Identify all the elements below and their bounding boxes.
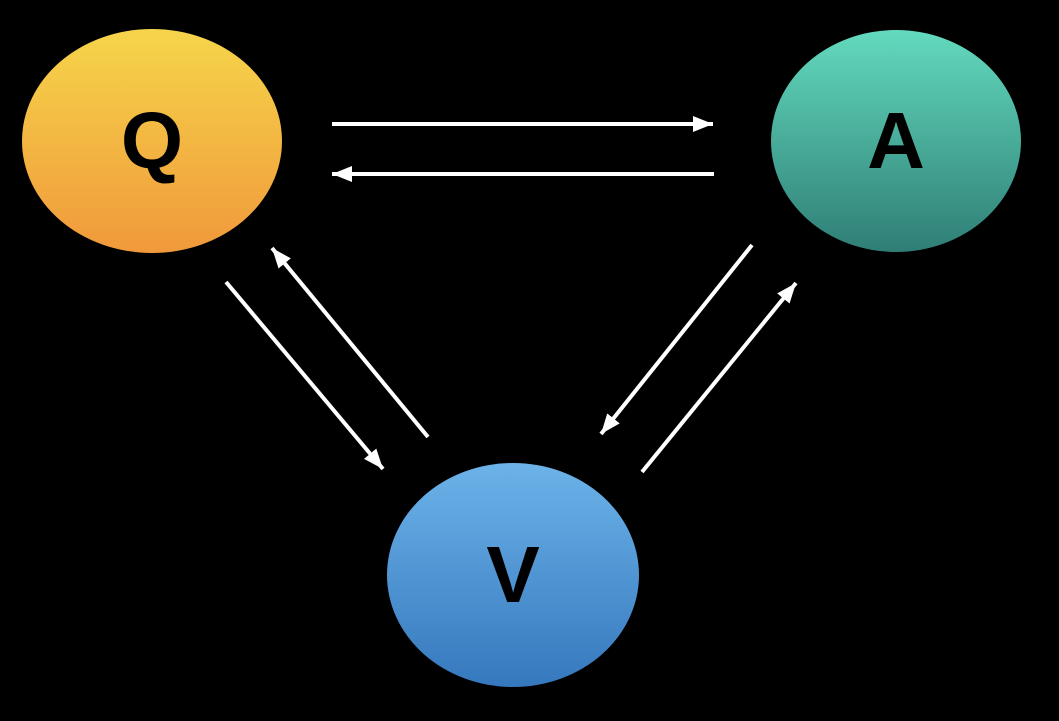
edge-v-to-q (270, 246, 430, 439)
node-a-label: A (867, 96, 925, 185)
node-v: V (387, 463, 639, 687)
node-v-label: V (486, 530, 540, 619)
node-q: Q (22, 29, 282, 253)
edge-a-to-v (599, 243, 754, 436)
edge-v-to-a (640, 281, 798, 474)
edge-q-to-v (224, 280, 385, 471)
edge-group (224, 116, 798, 474)
node-a: A (771, 30, 1021, 252)
node-q-label: Q (120, 96, 184, 185)
